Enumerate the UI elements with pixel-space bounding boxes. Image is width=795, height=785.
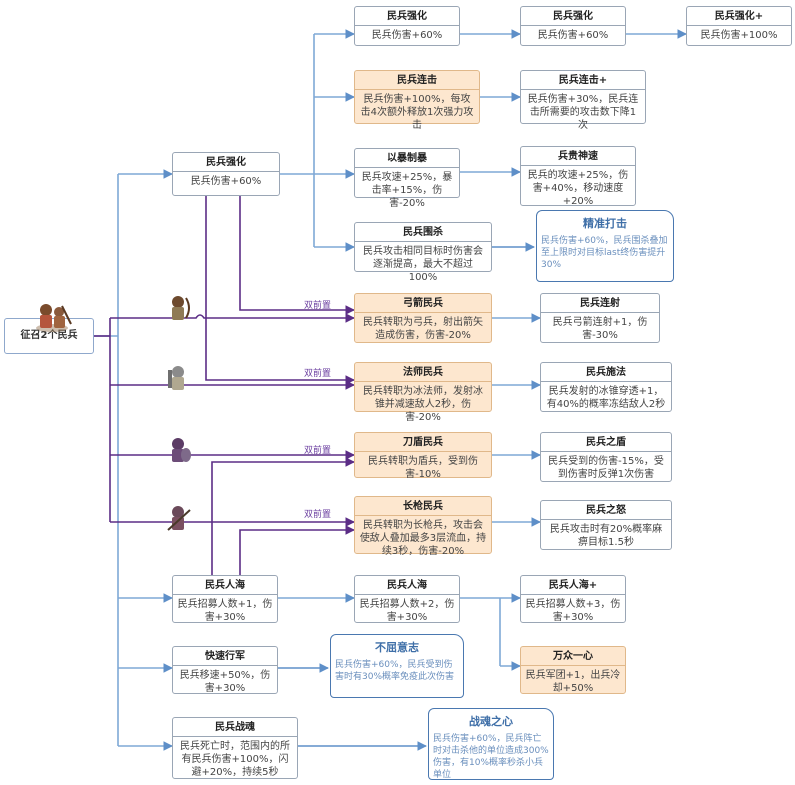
node-strength-a[interactable]: 民兵强化 民兵伤害+60% xyxy=(354,6,460,46)
node-shield-militia[interactable]: 刀盾民兵 民兵转职为盾兵，受到伤害-10% xyxy=(354,432,492,480)
node-desc: 民兵伤害+60% xyxy=(190,176,262,187)
node-title: 兵贵神速 xyxy=(521,147,635,166)
shield-soldier-icon xyxy=(172,438,191,462)
node-desc: 民兵发射的冰锥穿透+1，有40%的概率冻结敌人2秒 xyxy=(546,386,666,410)
node-title: 民兵强化+ xyxy=(687,7,791,26)
node-title: 民兵连射 xyxy=(541,294,659,313)
dual-prereq-tag-spear: 双前置 xyxy=(304,510,332,520)
node-militia-cast[interactable]: 民兵施法 民兵发射的冰锥穿透+1，有40%的概率冻结敌人2秒 xyxy=(540,362,672,412)
node-desc: 民兵死亡时，范围内的所有民兵伤害+100%，闪避+20%，持续5秒 xyxy=(180,741,290,778)
node-desc: 民兵伤害+100% xyxy=(700,30,778,41)
node-warsoul-heart[interactable]: 战魂之心 民兵伤害+60%，民兵阵亡时对击杀他的单位造成300%伤害，有10%概… xyxy=(428,708,554,780)
node-unity[interactable]: 万众一心 民兵军团+1，出兵冷却+50% xyxy=(520,646,626,694)
node-strength-plus[interactable]: 民兵强化+ 民兵伤害+100% xyxy=(686,6,792,46)
node-siege[interactable]: 民兵围杀 民兵攻击相同目标时伤害会逐渐提高，最大不超过100% xyxy=(354,222,492,283)
node-title: 民兵连击 xyxy=(355,71,479,90)
node-desc: 民兵转职为长枪兵，攻击会使敌人叠加最多3层流血，持续3秒，伤害-20% xyxy=(359,520,487,557)
archer-icon xyxy=(172,296,190,320)
node-desc: 民兵伤害+60%，民兵围杀叠加至上限时对目标last终伤害提升30% xyxy=(541,236,668,270)
spearman-icon xyxy=(167,506,191,531)
node-desc: 民兵伤害+60% xyxy=(371,30,443,41)
node-title: 民兵人海 xyxy=(355,576,459,595)
node-title: 长枪民兵 xyxy=(355,497,491,516)
node-precise-strike[interactable]: 精准打击 民兵伤害+60%，民兵围杀叠加至上限时对目标last终伤害提升30% xyxy=(536,210,674,282)
militia-group-icon xyxy=(36,304,72,332)
node-title: 民兵之怒 xyxy=(541,501,671,520)
node-desc: 民兵招募人数+3，伤害+30% xyxy=(525,599,621,623)
node-title: 民兵战魂 xyxy=(173,718,297,737)
node-title: 弓箭民兵 xyxy=(355,294,491,313)
node-desc: 民兵弓箭连射+1，伤害-30% xyxy=(552,317,648,341)
node-desc: 民兵转职为盾兵，受到伤害-10% xyxy=(368,456,478,480)
node-title: 民兵人海+ xyxy=(521,576,625,595)
node-combo-plus[interactable]: 民兵连击+ 民兵伤害+30%，民兵连击所需要的攻击数下降1次 xyxy=(520,70,646,131)
dual-prereq-tag-archer: 双前置 xyxy=(304,301,332,311)
node-quick-march[interactable]: 快速行军 民兵移速+50%，伤害+30% xyxy=(172,646,278,694)
dual-prereq-tag-shield: 双前置 xyxy=(304,446,332,456)
node-title: 不屈意志 xyxy=(375,641,419,654)
node-desc: 民兵伤害+100%，每攻击4次额外释放1次强力攻击 xyxy=(360,94,474,131)
node-desc: 民兵伤害+60%，民兵阵亡时对击杀他的单位造成300%伤害，有10%概率秒杀小兵… xyxy=(433,734,549,780)
node-swift[interactable]: 兵贵神速 民兵的攻速+25%，伤害+40%，移动速度+20% xyxy=(520,146,636,207)
node-desc: 民兵伤害+60% xyxy=(537,30,609,41)
mage-icon xyxy=(168,366,184,390)
node-militia-sea-1[interactable]: 民兵人海 民兵招募人数+1，伤害+30% xyxy=(172,575,278,623)
node-desc: 民兵伤害+60%，民兵受到伤害时有30%概率免疫此次伤害 xyxy=(335,660,455,682)
node-desc: 民兵的攻速+25%，伤害+40%，移动速度+20% xyxy=(527,170,629,207)
node-title: 民兵强化 xyxy=(521,7,625,26)
node-militia-wrath[interactable]: 民兵之怒 民兵攻击时有20%概率麻痹目标1.5秒 xyxy=(540,500,672,550)
node-title: 法师民兵 xyxy=(355,363,491,382)
node-title: 快速行军 xyxy=(173,647,277,666)
node-title: 民兵围杀 xyxy=(355,223,491,242)
node-title: 以暴制暴 xyxy=(355,149,459,168)
node-strength-b[interactable]: 民兵强化 民兵伤害+60% xyxy=(520,6,626,46)
node-title: 民兵强化 xyxy=(355,7,459,26)
node-title: 精准打击 xyxy=(583,217,627,230)
node-desc: 民兵转职为弓兵，射出箭矢造成伤害，伤害-20% xyxy=(363,317,483,341)
node-desc: 民兵攻击相同目标时伤害会逐渐提高，最大不超过100% xyxy=(363,246,483,283)
node-militia-shield[interactable]: 民兵之盾 民兵受到的伤害-15%，受到伤害时反弹1次伤害 xyxy=(540,432,672,482)
node-militia-combo[interactable]: 民兵连击 民兵伤害+100%，每攻击4次额外释放1次强力攻击 xyxy=(354,70,480,131)
node-archer-militia[interactable]: 弓箭民兵 民兵转职为弓兵，射出箭矢造成伤害，伤害-20% xyxy=(354,293,492,343)
node-mage-militia[interactable]: 法师民兵 民兵转职为冰法师，发射冰锥并减速敌人2秒，伤害-20% xyxy=(354,362,492,423)
node-militia-sea-2[interactable]: 民兵人海 民兵招募人数+2，伤害+30% xyxy=(354,575,460,623)
node-desc: 民兵受到的伤害-15%，受到伤害时反弹1次伤害 xyxy=(548,456,664,480)
node-desc: 民兵军团+1，出兵冷却+50% xyxy=(525,670,621,694)
node-title: 民兵施法 xyxy=(541,363,671,382)
node-title: 民兵人海 xyxy=(173,576,277,595)
node-desc: 民兵招募人数+2，伤害+30% xyxy=(359,599,455,623)
node-title: 万众一心 xyxy=(521,647,625,666)
node-title: 民兵强化 xyxy=(173,153,279,172)
node-violence[interactable]: 以暴制暴 民兵攻速+25%，暴击率+15%，伤害-20% xyxy=(354,148,460,209)
node-desc: 民兵转职为冰法师，发射冰锥并减速敌人2秒，伤害-20% xyxy=(363,386,483,423)
node-desc: 民兵伤害+30%，民兵连击所需要的攻击数下降1次 xyxy=(527,94,639,131)
node-spear-militia[interactable]: 长枪民兵 民兵转职为长枪兵，攻击会使敌人叠加最多3层流血，持续3秒，伤害-20% xyxy=(354,496,492,557)
dual-prereq-tag-mage: 双前置 xyxy=(304,369,332,379)
node-desc: 民兵攻速+25%，暴击率+15%，伤害-20% xyxy=(361,172,453,209)
node-title: 刀盾民兵 xyxy=(355,433,491,452)
node-militia-strength[interactable]: 民兵强化 民兵伤害+60% xyxy=(172,152,280,196)
node-militia-warsoul[interactable]: 民兵战魂 民兵死亡时，范围内的所有民兵伤害+100%，闪避+20%，持续5秒 xyxy=(172,717,298,779)
node-unyielding-will[interactable]: 不屈意志 民兵伤害+60%，民兵受到伤害时有30%概率免疫此次伤害 xyxy=(330,634,464,698)
node-title: 战魂之心 xyxy=(469,715,513,728)
node-title: 民兵连击+ xyxy=(521,71,645,90)
node-desc: 民兵招募人数+1，伤害+30% xyxy=(177,599,273,623)
node-militia-sea-plus[interactable]: 民兵人海+ 民兵招募人数+3，伤害+30% xyxy=(520,575,626,623)
node-desc: 民兵攻击时有20%概率麻痹目标1.5秒 xyxy=(549,524,663,548)
root-node-title: 征召2个民兵 xyxy=(20,330,78,341)
node-militia-volley[interactable]: 民兵连射 民兵弓箭连射+1，伤害-30% xyxy=(540,293,660,343)
node-desc: 民兵移速+50%，伤害+30% xyxy=(179,670,271,694)
node-title: 民兵之盾 xyxy=(541,433,671,452)
